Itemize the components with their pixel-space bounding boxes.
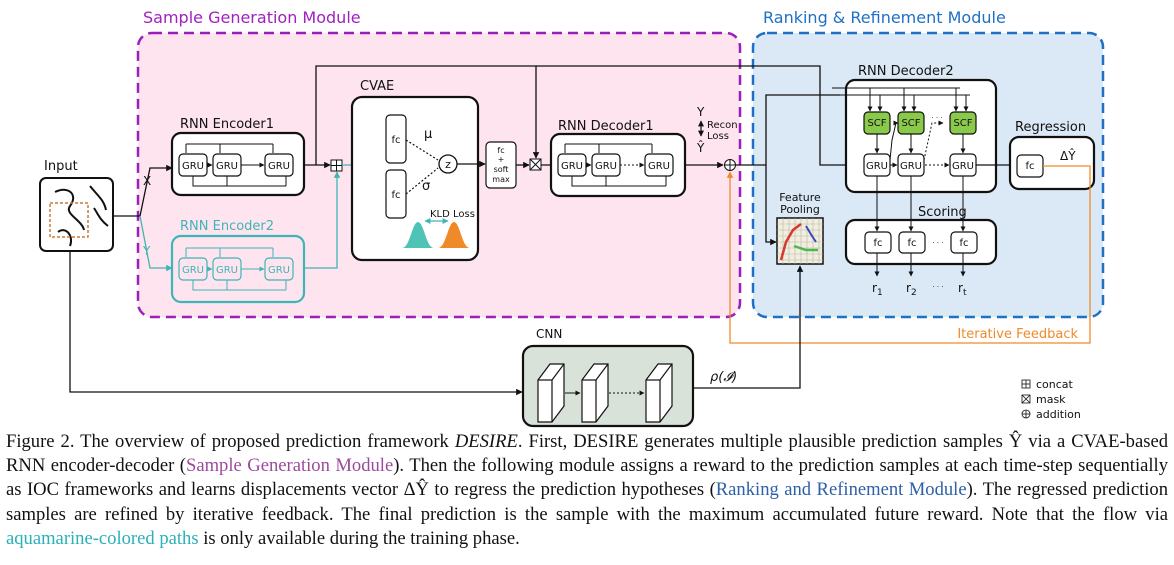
gru-dec1-3: GRU [648, 161, 670, 172]
sigma-symbol: σ [422, 179, 430, 194]
regression-title: Regression [1015, 120, 1086, 135]
ranking-refinement-module-title: Ranking & Refinement Module [763, 8, 1006, 27]
gru-dec2-3: GRU [952, 161, 974, 172]
concat-symbol [330, 159, 343, 172]
legend [1021, 379, 1031, 419]
caption-part-5: ). Then the following module assigns a r… [6, 455, 1169, 501]
latent-z-label: z [445, 158, 451, 171]
caption-sample-generation-link[interactable]: Sample Generation Module [185, 455, 394, 477]
kld-loss-label: KLD Loss [430, 209, 475, 220]
fc-softmax-line3: soft [494, 165, 509, 174]
gru-dec1-2: GRU [595, 161, 617, 172]
rnn-decoder2-arrows [867, 88, 969, 168]
rnn-decoder1-cells [557, 143, 674, 187]
gru-dec1-1: GRU [561, 161, 583, 172]
scf-cell-3 [949, 111, 977, 135]
gru-enc1-1: GRU [182, 161, 204, 172]
scf-label-1: SCF [867, 118, 886, 129]
reward-r1: r1 [872, 281, 883, 298]
regression-fc-label: fc [1025, 161, 1034, 172]
gru-enc2-3: GRU [268, 265, 290, 276]
rnn-encoder1-title: RNN Encoder1 [180, 117, 274, 132]
architecture-diagram: Sample Generation Module Ranking & Refin… [39, 8, 1105, 428]
fc-softmax-line1: fc [497, 146, 504, 155]
delta-yhat-label: ΔŶ [1060, 148, 1076, 163]
y-label: Y [142, 244, 151, 258]
scoring-fc-3 [950, 231, 978, 254]
recon-yhat-label: Ŷ [696, 140, 705, 155]
sample-generation-module-title: Sample Generation Module [143, 8, 361, 27]
figure-caption: Figure 2. The overview of proposed predi… [6, 430, 1168, 551]
input-scene-sketch [54, 185, 109, 247]
rnn-encoder2-box [170, 234, 306, 304]
legend-mask: mask [1036, 393, 1066, 406]
scf-dots: · · · [931, 114, 942, 122]
scf-cell-2 [897, 111, 925, 135]
iterative-feedback-label: Iterative Feedback [957, 327, 1078, 342]
caption-part-1: Figure 2. The overview of proposed predi… [6, 431, 455, 452]
feature-pooling-line1: Feature [779, 191, 821, 204]
scf-label-2: SCF [901, 118, 920, 129]
cvae-fc-sigma-label: fc [391, 190, 400, 201]
recon-y-label: Y [696, 105, 705, 119]
fc-softmax-line2: + [498, 155, 505, 164]
scoring-dots: · · · [932, 239, 943, 247]
scoring-fc-2 [898, 231, 926, 254]
gru-enc1-2: GRU [216, 161, 238, 172]
scoring-fc-1 [864, 231, 892, 254]
scoring-title: Scoring [918, 205, 967, 220]
cvae-fc-mu [385, 114, 407, 164]
recon-loss-line2: Loss [707, 131, 729, 142]
fc-softmax-line4: max [492, 175, 510, 184]
recon-loss-line1: Recon [707, 120, 738, 131]
reward-r2: r2 [906, 281, 917, 298]
mu-symbol: μ [424, 127, 432, 142]
addition-symbol [724, 159, 736, 171]
caption-part-7: ). The regressed prediction samples are … [6, 479, 1168, 525]
caption-part-9: is only available during the training ph… [198, 527, 520, 549]
rnn-encoder1-cells [178, 143, 294, 187]
caption-part-3: . First, DESIRE generates multiple plaus… [6, 431, 1168, 477]
cvae-title: CVAE [360, 79, 394, 94]
rnn-decoder1-title: RNN Decoder1 [558, 119, 654, 134]
mask-symbol [529, 158, 542, 171]
rnn-encoder2-cells [178, 247, 294, 291]
feature-pooling-gridlines [777, 218, 823, 264]
legend-concat: concat [1036, 378, 1074, 391]
input-label: Input [44, 159, 78, 174]
reward-dots: · · · [932, 283, 943, 291]
gru-dec2-1: GRU [866, 161, 888, 172]
caption-aquamarine-paths: aquamarine-colored paths [6, 527, 199, 549]
legend-addition: addition [1036, 408, 1081, 421]
input-image [39, 177, 114, 252]
gru-enc1-3: GRU [268, 161, 290, 172]
rnn-decoder2-title: RNN Decoder2 [858, 64, 954, 79]
cnn-layers [537, 363, 673, 423]
scf-cell-1 [863, 111, 891, 135]
caption-ranking-refinement-link[interactable]: Ranking and Refinement Module [715, 479, 967, 501]
feature-pooling-line2: Pooling [780, 203, 820, 216]
cvae-fc-mu-label: fc [391, 135, 400, 146]
cnn-title: CNN [536, 327, 562, 341]
rnn-encoder2-title: RNN Encoder2 [180, 219, 274, 234]
reward-rt: rt [958, 281, 967, 298]
gru-enc2-1: GRU [182, 265, 204, 276]
scf-label-3: SCF [953, 118, 972, 129]
caption-desire: DESIRE [454, 431, 518, 452]
input-crop-region [49, 202, 89, 238]
kld-orange-distribution [438, 222, 470, 248]
scoring-fc-label-1: fc [873, 238, 882, 249]
scoring-fc-label-2: fc [907, 238, 916, 249]
x-label: X [143, 174, 151, 188]
rho-label: ρ(𝓘) [710, 370, 737, 385]
gru-dec2-2: GRU [900, 161, 922, 172]
scoring-fc-label-3: fc [959, 238, 968, 249]
gru-enc2-2: GRU [216, 265, 238, 276]
kld-teal-distribution [402, 222, 434, 248]
